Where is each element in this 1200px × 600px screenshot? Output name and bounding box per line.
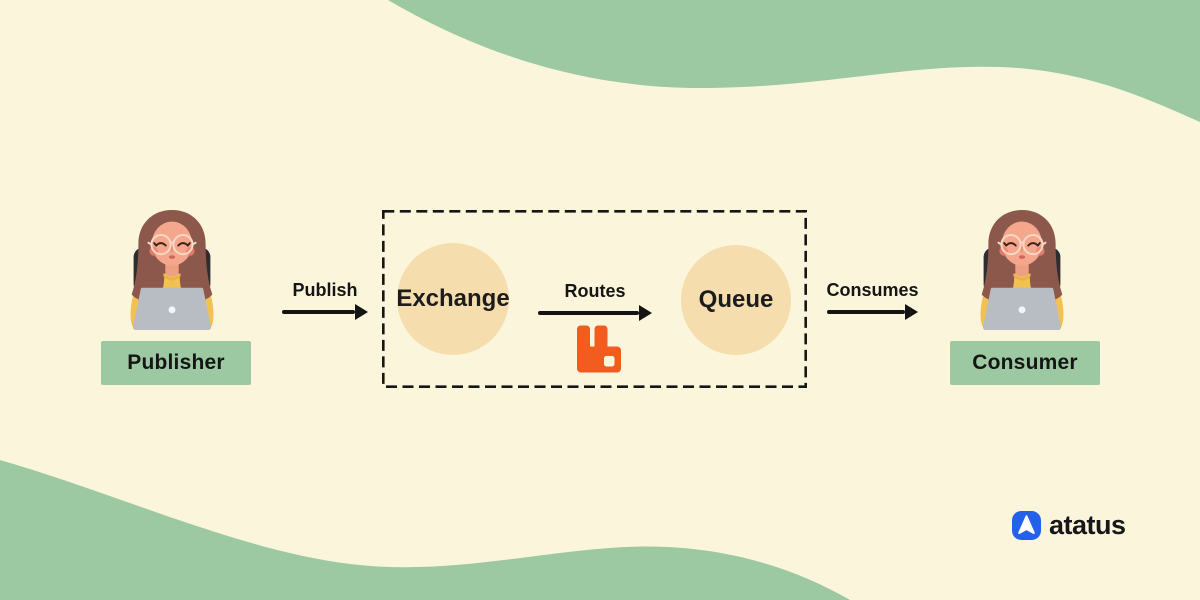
publisher-label-text: Publisher	[127, 351, 225, 374]
rabbitmq-icon	[577, 325, 621, 373]
publish-arrow: Publish	[282, 280, 368, 320]
exchange-node: Exchange	[396, 243, 510, 355]
broker-dashed-box	[382, 210, 807, 388]
consumes-arrow: Consumes	[826, 280, 919, 320]
atatus-logo: atatus	[1012, 510, 1126, 541]
publisher-person-illustration	[129, 209, 215, 331]
exchange-label: Exchange	[396, 285, 510, 312]
atatus-logo-icon	[1012, 511, 1041, 540]
atatus-logo-text: atatus	[1049, 510, 1126, 540]
consumer-label: Consumer	[950, 341, 1100, 385]
consumer-label-text: Consumer	[972, 351, 1078, 374]
consumer-person-illustration	[979, 209, 1065, 331]
bottom-wave	[0, 460, 850, 600]
arrowhead-icon	[639, 305, 652, 321]
consumes-arrow-shaft	[827, 304, 918, 320]
routes-arrow-label: Routes	[564, 281, 626, 301]
arrowhead-icon	[355, 304, 368, 320]
arrowhead-icon	[905, 304, 918, 320]
publish-arrow-shaft	[282, 304, 368, 320]
consumes-arrow-label: Consumes	[826, 280, 919, 300]
routes-arrow-shaft	[538, 305, 652, 321]
publisher-label: Publisher	[101, 341, 251, 385]
queue-node: Queue	[681, 245, 791, 355]
top-wave	[388, 0, 1200, 122]
queue-label: Queue	[698, 286, 774, 313]
routes-arrow: Routes	[538, 281, 652, 321]
publish-arrow-label: Publish	[292, 280, 358, 300]
